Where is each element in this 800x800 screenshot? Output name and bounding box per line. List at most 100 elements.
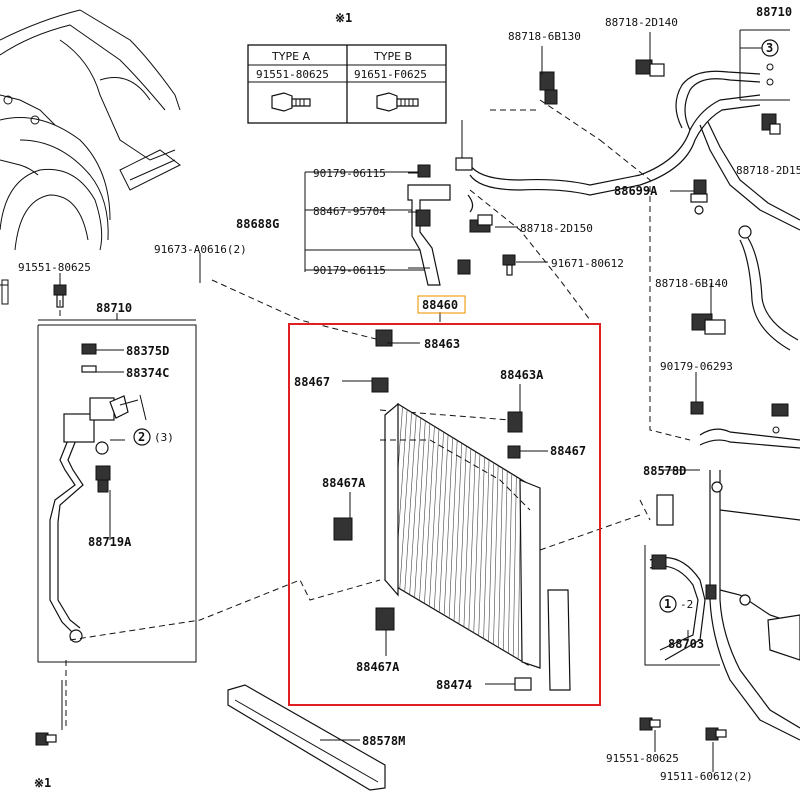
clip-icon — [371, 377, 389, 393]
bolt-type-table: ※1 TYPE A TYPE B 91551-80625 91651-F0625 — [247, 11, 447, 124]
pipe-assembly-88710: 2 (3) — [35, 284, 197, 746]
nut-icon — [690, 401, 704, 415]
condenser-fin — [438, 434, 449, 613]
label-91671-80612: 91671-80612 — [551, 257, 624, 270]
condenser-highlight-frame — [288, 323, 601, 706]
label-88710-left: 88710 — [96, 301, 132, 315]
clip-icon — [539, 71, 558, 105]
table-header-type-a: TYPE A — [271, 50, 311, 63]
clip-icon — [81, 365, 97, 373]
label-88463a: 88463A — [500, 368, 544, 382]
suction-hose-assembly: 1 -2 — [639, 428, 800, 741]
label-88460-box — [417, 295, 466, 314]
table-part-type-a: 91551-80625 — [256, 68, 329, 81]
label-88719a: 88719A — [88, 535, 132, 549]
vehicle-outline — [0, 9, 181, 305]
label-bottom-note: ※1 — [34, 776, 51, 790]
label-90179-06293: 90179-06293 — [660, 360, 733, 373]
clip-icon — [375, 329, 393, 347]
condenser-fin — [473, 454, 481, 633]
nut-icon — [81, 343, 97, 355]
label-91673-a0616: 91673-A0616(2) — [154, 243, 247, 256]
seal-88578m — [227, 684, 386, 791]
clip-icon — [651, 554, 667, 570]
nut-icon — [507, 445, 521, 459]
valve-icon — [690, 179, 708, 215]
assembly-lines — [59, 99, 691, 730]
bolt-icon — [502, 254, 516, 276]
condenser-fin — [404, 415, 417, 592]
bolt-icon — [639, 717, 661, 731]
label-88718-2d150: 88718-2D150 — [520, 222, 593, 235]
label-88467-left: 88467 — [294, 375, 330, 389]
bracket-icon — [375, 607, 395, 631]
label-90179-06115-a: 90179-06115 — [313, 167, 386, 180]
clip-icon — [761, 113, 781, 135]
label-88688g: 88688G — [236, 217, 279, 231]
ref-circle-3: 3 — [766, 41, 773, 55]
condenser-fin — [414, 420, 426, 598]
condenser-fin — [468, 451, 476, 630]
label-88374c: 88374C — [126, 366, 169, 380]
condenser-fin — [399, 412, 412, 589]
condenser-fin — [478, 457, 485, 636]
label-88718-2d150-right: 88718-2D15 — [736, 164, 800, 177]
table-part-type-b: 91651-F0625 — [354, 68, 427, 81]
ref-circle-2-qty: (3) — [154, 431, 174, 444]
bolt-icon — [271, 92, 311, 112]
label-88460: 88460 — [422, 298, 458, 312]
label-91511-60612: 91511-60612(2) — [660, 770, 753, 783]
bolt-icon — [705, 727, 727, 741]
clip-icon — [635, 59, 665, 77]
condenser-fin — [463, 448, 472, 627]
condenser-fin — [448, 440, 458, 619]
bracket-icon — [333, 517, 353, 541]
label-88703: 88703 — [668, 637, 704, 651]
clip-icon — [507, 411, 523, 433]
label-88375d: 88375D — [126, 344, 169, 358]
condenser-fin — [512, 476, 517, 657]
bracket-assembly — [304, 164, 548, 286]
table-note-mark: ※1 — [335, 11, 352, 25]
condenser-fin — [493, 465, 499, 645]
bolt-icon — [35, 732, 57, 746]
condenser-fin — [503, 471, 508, 651]
condenser-fin — [409, 417, 422, 595]
ref-circle-2: 2 — [138, 430, 145, 444]
label-88699a: 88699A — [614, 184, 658, 198]
condenser-fin — [429, 429, 440, 607]
discharge-hose-assembly: 3 — [455, 29, 800, 434]
label-91551-80625-left: 91551-80625 — [18, 261, 91, 274]
label-88467-right: 88467 — [550, 444, 586, 458]
ref-circle-1-qty: -2 — [680, 598, 693, 611]
label-91551-80625-right: 91551-80625 — [606, 752, 679, 765]
ref-circle-1: 1 — [664, 597, 671, 611]
leader-lines — [59, 32, 714, 772]
bolt-icon — [376, 92, 419, 112]
condenser-fin — [483, 459, 490, 639]
condenser-fin — [434, 431, 444, 610]
condenser-fin — [443, 437, 453, 616]
label-88718-2d140: 88718-2D140 — [605, 16, 678, 29]
condenser-fin — [488, 462, 494, 642]
label-88467a-mid: 88467A — [322, 476, 366, 490]
condenser-fin — [424, 426, 435, 604]
clip-icon — [469, 214, 493, 233]
part-labels: 88710 88718-6B130 88718-2D140 88718-2D15… — [18, 5, 800, 790]
clip-icon — [771, 403, 789, 434]
label-88718-6b140: 88718-6B140 — [655, 277, 728, 290]
condenser-fin — [507, 473, 513, 654]
clip-icon — [691, 313, 726, 335]
label-88578d: 88578D — [643, 464, 686, 478]
label-88467a-low: 88467A — [356, 660, 400, 674]
label-88463: 88463 — [424, 337, 460, 351]
label-88578m: 88578M — [362, 734, 405, 748]
condenser-fin — [458, 445, 467, 624]
label-88474: 88474 — [436, 678, 472, 692]
condenser-fin — [419, 423, 431, 601]
condenser-core — [333, 329, 571, 691]
table-header-type-b: TYPE B — [373, 50, 412, 63]
label-90179-06115-b: 90179-06115 — [313, 264, 386, 277]
